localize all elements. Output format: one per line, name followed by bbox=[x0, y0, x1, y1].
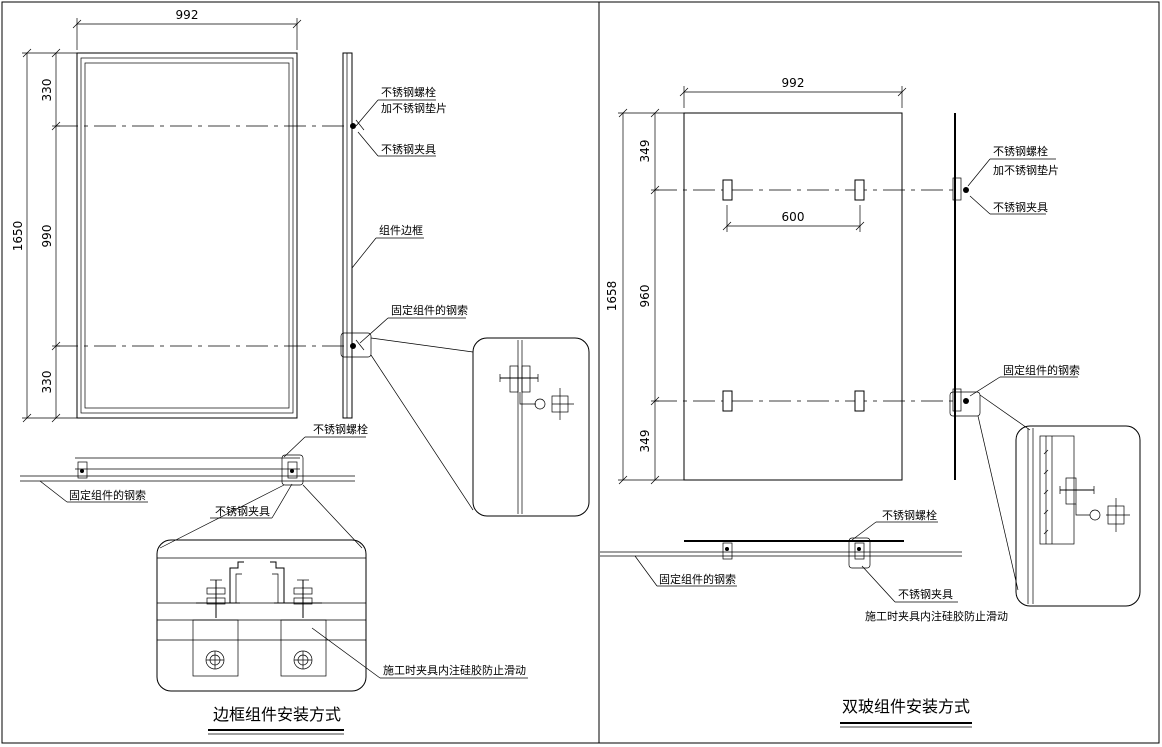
left-frame-side-view bbox=[340, 52, 372, 419]
right-elev-cable-label: 固定组件的钢索 bbox=[659, 572, 736, 586]
right-note-label: 施工时夹具内注硅胶防止滑动 bbox=[865, 609, 1008, 623]
glass-module-front-view bbox=[683, 112, 903, 481]
right-title: 双玻组件安装方式 bbox=[842, 697, 970, 716]
left-mid-span-label: 990 bbox=[40, 225, 54, 248]
left-washer-label: 加不锈钢垫片 bbox=[381, 101, 447, 115]
right-top-offset-label: 349 bbox=[638, 140, 652, 163]
left-clamp-label: 不锈钢夹具 bbox=[381, 143, 436, 156]
right-width-label: 992 bbox=[782, 76, 805, 90]
framed-module-front-view bbox=[76, 52, 298, 419]
left-elev-bolt-label: 不锈钢螺栓 bbox=[313, 422, 368, 436]
right-cable-detail bbox=[977, 394, 1141, 607]
left-bolt-label: 不锈钢螺栓 bbox=[381, 85, 436, 99]
right-clamp-label: 不锈钢夹具 bbox=[993, 201, 1048, 214]
right-cable-fix-label: 固定组件的钢索 bbox=[1003, 363, 1080, 377]
left-cable-detail bbox=[370, 337, 590, 517]
left-top-offset-label: 330 bbox=[40, 79, 54, 102]
left-height-dimensions: 1650 330 990 330 bbox=[11, 48, 77, 423]
left-bottom-offset-label: 330 bbox=[40, 371, 54, 394]
left-total-height-label: 1650 bbox=[11, 221, 25, 252]
right-bolt-label: 不锈钢螺栓 bbox=[993, 144, 1048, 158]
left-title-block: 边框组件安装方式 bbox=[208, 705, 344, 735]
right-washer-label: 加不锈钢垫片 bbox=[993, 163, 1059, 177]
right-mid-span-label: 960 bbox=[638, 285, 652, 308]
right-clamp-spacing-dimension: 600 bbox=[722, 205, 865, 232]
left-frame-label: 组件边框 bbox=[379, 223, 423, 237]
right-width-dimension: 992 bbox=[679, 76, 907, 108]
right-elev-bolt-label: 不锈钢螺栓 bbox=[882, 508, 937, 522]
left-bottom-elevation: 不锈钢螺栓 固定组件的钢索 不锈钢夹具 bbox=[20, 422, 368, 549]
left-note-label: 施工时夹具内注硅胶防止滑动 bbox=[383, 663, 526, 677]
right-spacing-label: 600 bbox=[782, 210, 805, 224]
right-clamp-blocks bbox=[722, 179, 865, 412]
left-callouts: 不锈钢螺栓 加不锈钢垫片 不锈钢夹具 组件边框 固定组件的钢索 bbox=[351, 85, 468, 344]
left-title: 边框组件安装方式 bbox=[213, 705, 341, 724]
left-width-dimension: 992 bbox=[72, 8, 302, 50]
left-elev-cable-label: 固定组件的钢索 bbox=[69, 488, 146, 502]
right-total-height-label: 1658 bbox=[605, 281, 619, 312]
right-bottom-elevation: 不锈钢螺栓 固定组件的钢索 不锈钢夹具 施工时夹具内注硅胶防止滑动 bbox=[600, 508, 1008, 623]
left-cable-fix-label: 固定组件的钢索 bbox=[391, 303, 468, 317]
right-bottom-offset-label: 349 bbox=[638, 430, 652, 453]
right-elev-clamp-label: 不锈钢夹具 bbox=[898, 588, 953, 601]
left-elev-clamp-label: 不锈钢夹具 bbox=[215, 505, 270, 518]
right-title-block: 双玻组件安装方式 bbox=[840, 697, 972, 728]
right-glass-side-view bbox=[949, 113, 981, 480]
left-width-label: 992 bbox=[176, 8, 199, 22]
right-callouts: 不锈钢螺栓 加不锈钢垫片 不锈钢夹具 固定组件的钢索 bbox=[967, 144, 1080, 397]
left-clamp-detail: 施工时夹具内注硅胶防止滑动 bbox=[156, 539, 528, 692]
right-height-dimensions: 1658 349 960 349 bbox=[605, 108, 684, 485]
